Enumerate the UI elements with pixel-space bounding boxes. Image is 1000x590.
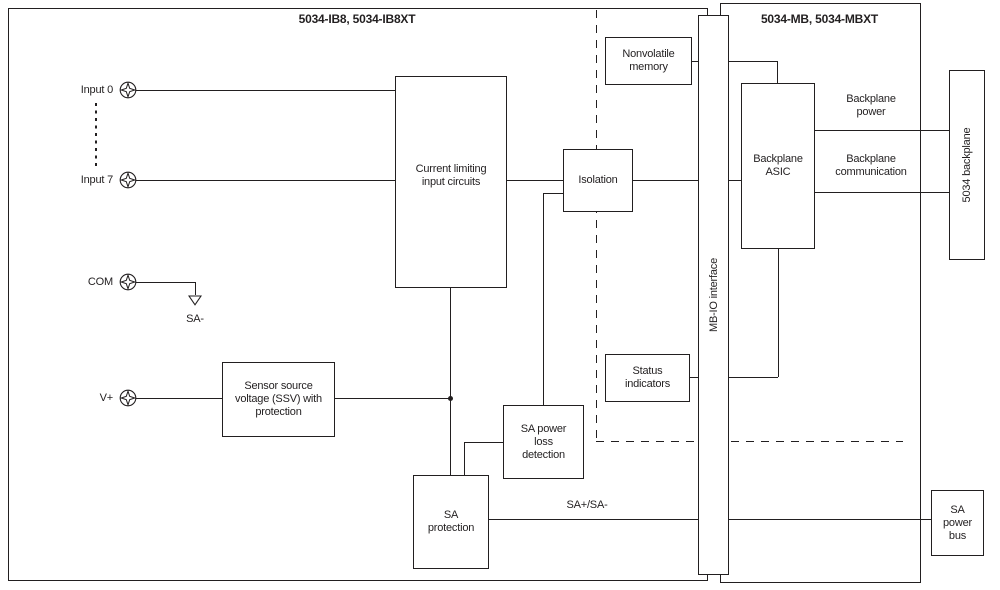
wire-bar-asic-top-h (727, 61, 777, 63)
left-module-title: 5034-IB8, 5034-IB8XT (298, 12, 416, 26)
mb-io-interface-bar: MB-IO interface (698, 15, 729, 575)
block-backplane-asic-label: Backplane ASIC (753, 153, 803, 178)
inputs-ellipsis-dotted-line (95, 103, 97, 169)
screw-terminal-icon (119, 171, 137, 189)
wire-bar-asic-bottom-h (727, 377, 778, 379)
block-5034-backplane: 5034 backplane (949, 70, 985, 260)
block-nonvolatile-memory-label: Nonvolatile memory (622, 48, 675, 73)
block-sa-power-bus: SA power bus (931, 490, 984, 556)
block-ssv-label: Sensor source voltage (SSV) with protect… (235, 380, 322, 418)
wire-bar-asic-bottom-v (777, 247, 779, 377)
block-status-indicators: Status indicators (605, 354, 690, 402)
wire-isolation-tap-h (543, 193, 563, 195)
block-sa-power-loss-detection-label: SA power loss detection (520, 422, 567, 461)
block-status-indicators-label: Status indicators (624, 365, 671, 390)
wire-isolation-tap-v (542, 193, 544, 405)
left-module-frame (8, 8, 708, 581)
sa-plus-minus-label: SA+/SA- (566, 499, 608, 511)
wire-bar-asic (727, 180, 741, 182)
wire-input0 (136, 90, 395, 92)
wire-backplane-comm (813, 192, 949, 194)
block-current-limiting: Current limiting input circuits (395, 76, 507, 288)
block-current-limiting-label: Current limiting input circuits (415, 162, 487, 188)
wire-com-drop (194, 282, 196, 295)
block-isolation: Isolation (563, 149, 633, 212)
screw-terminal-icon (119, 81, 137, 99)
wire-backplane-power (813, 130, 949, 132)
terminal-label-input7: Input 7 (80, 174, 113, 186)
backplane-communication-label: Backplane communication (835, 153, 907, 178)
terminal-label-vplus: V+ (99, 392, 114, 404)
isolation-boundary-vertical (596, 10, 598, 441)
junction-dot (447, 395, 453, 401)
wire-sapld-v (463, 442, 465, 475)
wire-nvm-bar (690, 61, 698, 63)
block-5034-backplane-label: 5034 backplane (961, 127, 973, 203)
right-module-title: 5034-MB, 5034-MBXT (760, 12, 879, 26)
terminal-label-input0: Input 0 (80, 84, 113, 96)
ground-icon (187, 295, 203, 306)
block-ssv: Sensor source voltage (SSV) with protect… (222, 362, 335, 437)
wire-sa-bus-left (487, 519, 698, 521)
wire-com (136, 282, 195, 284)
block-sa-protection-label: SA protection (427, 509, 475, 534)
wire-sa-bus-right (727, 519, 931, 521)
block-sa-protection: SA protection (413, 475, 489, 569)
wire-cl-isolation (505, 180, 563, 182)
block-nonvolatile-memory: Nonvolatile memory (605, 37, 692, 85)
wire-status-bar (688, 377, 698, 379)
backplane-power-label: Backplane power (846, 93, 896, 118)
wire-bar-asic-top-v (776, 61, 778, 83)
block-isolation-label: Isolation (578, 174, 618, 186)
block-backplane-asic: Backplane ASIC (741, 83, 815, 249)
block-sa-power-loss-detection: SA power loss detection (503, 405, 584, 479)
wire-ssv-out (333, 398, 450, 400)
mb-io-interface-label: MB-IO interface (707, 257, 720, 333)
block-sa-power-bus-label: SA power bus (943, 503, 972, 542)
wire-cl-to-sa-protection (449, 286, 451, 475)
terminal-label-com: COM (87, 276, 113, 288)
screw-terminal-icon (119, 273, 137, 291)
wire-sapld-h (464, 442, 503, 444)
wire-vplus (136, 398, 222, 400)
wire-isolation-bar (631, 180, 698, 182)
screw-terminal-icon (119, 389, 137, 407)
sa-minus-label: SA- (186, 313, 204, 325)
wire-input7 (136, 180, 395, 182)
isolation-boundary-horizontal (596, 441, 903, 443)
